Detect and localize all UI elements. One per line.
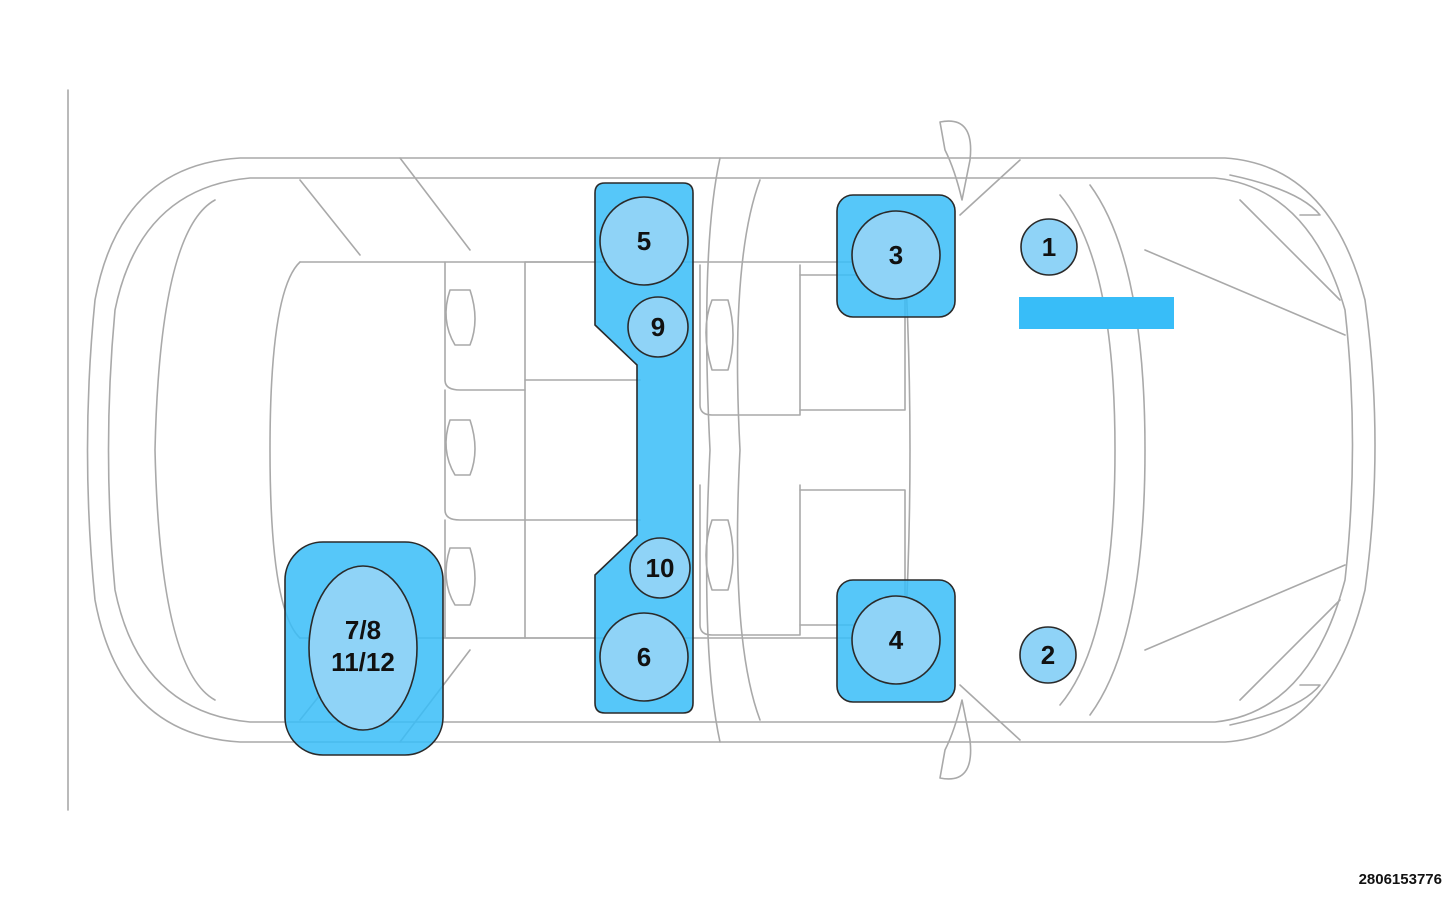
speaker-5: 5 [599, 196, 689, 286]
speaker-1-circle [1020, 218, 1078, 276]
speaker-2-label: 2 [1041, 640, 1055, 670]
speaker-5-circle [599, 196, 689, 286]
reference-number: 2806153776 [1358, 871, 1442, 888]
speaker-4-label: 4 [889, 625, 904, 655]
speaker-3-circle [851, 210, 941, 300]
speaker-6-label: 6 [637, 642, 651, 672]
speaker-rear: 7/8 11/12 [308, 565, 418, 731]
speaker-rear-label-line2: 11/12 [331, 647, 395, 677]
speaker-rear-label-line1: 7/8 [345, 615, 381, 645]
speaker-6-circle [599, 612, 689, 702]
speaker-5-label: 5 [637, 226, 651, 256]
speaker-6: 6 [599, 612, 689, 702]
car-outline [67, 89, 1376, 811]
speaker-3: 3 [851, 210, 941, 300]
speaker-4-circle [851, 595, 941, 685]
speaker-2: 2 [1019, 626, 1077, 684]
speaker-10: 10 [629, 537, 691, 599]
speaker-rear-ellipse [308, 565, 418, 731]
speaker-1-label: 1 [1042, 232, 1056, 262]
speaker-9-label: 9 [651, 312, 665, 342]
speaker-3-label: 3 [889, 240, 903, 270]
dashboard-center-bar [1019, 297, 1174, 329]
speaker-9-circle [627, 296, 689, 358]
speaker-4: 4 [851, 595, 941, 685]
speaker-10-circle [629, 537, 691, 599]
speaker-1: 1 [1020, 218, 1078, 276]
speaker-10-label: 10 [646, 553, 675, 583]
speaker-2-circle [1019, 626, 1077, 684]
speaker-9: 9 [627, 296, 689, 358]
